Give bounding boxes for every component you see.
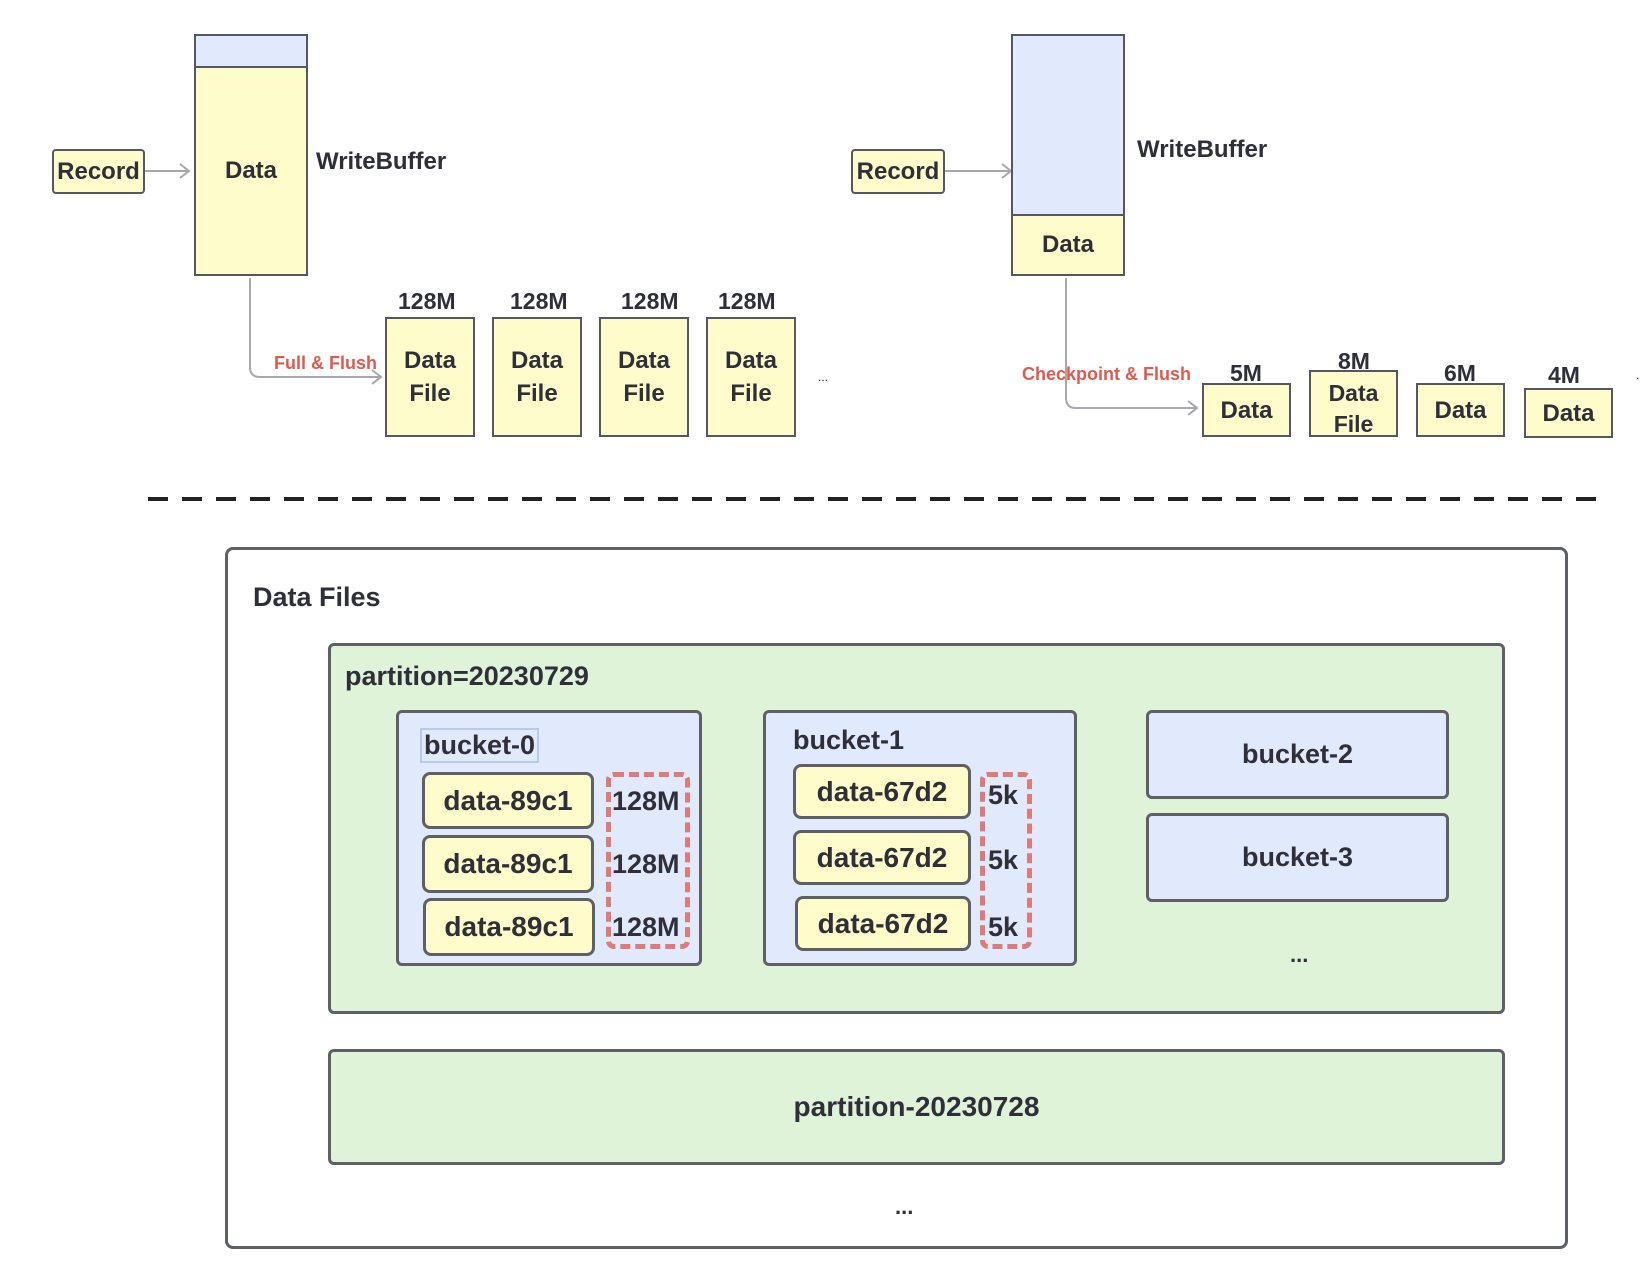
data-file-right-1: Data [1202, 383, 1291, 437]
bucket-1-file-1: data-67d2 [793, 764, 971, 819]
data-file-right-2: Data File [1309, 370, 1398, 437]
file-size-right-3: 6M [1444, 360, 1476, 386]
bucket-0-title: bucket-0 [420, 728, 540, 763]
bucket-1-size-3: 5k [988, 912, 1019, 942]
data-file-left-2: Data File [492, 317, 582, 437]
bucket-0-size-2: 128M [612, 849, 680, 879]
bucket-3-box: bucket-3 [1146, 813, 1449, 902]
partition-20230729-title: partition=20230729 [345, 661, 589, 691]
data-file-left-3: Data File [599, 317, 689, 437]
bucket-1-file-2: data-67d2 [793, 830, 971, 885]
bucket-1-size-2: 5k [988, 845, 1019, 875]
record-box-right: Record [851, 149, 945, 194]
arrow-record-to-buffer-left [144, 163, 191, 179]
data-file-right-4: Data [1524, 388, 1613, 438]
file-size-left-1: 128M [398, 288, 456, 314]
bucket-1-size-1: 5k [988, 780, 1019, 810]
file-size-left-4: 128M [718, 288, 776, 314]
bucket-0-file-2: data-89c1 [422, 835, 594, 893]
file-size-right-1: 5M [1230, 360, 1262, 386]
bucket-0-file-3: data-89c1 [423, 898, 595, 956]
data-file-right-3: Data [1416, 383, 1505, 437]
data-file-left-4: Data File [706, 317, 796, 437]
bucket-1-title: bucket-1 [793, 725, 905, 755]
record-box-left: Record [52, 149, 145, 194]
arrow-buffer-to-files-right [1065, 278, 1199, 416]
writebuffer-data-right: Data [1011, 214, 1125, 276]
bucket-0-file-1: data-89c1 [422, 772, 594, 829]
file-size-right-4: 4M [1548, 362, 1580, 388]
file-size-right-2: 8M [1338, 348, 1370, 374]
partition-20230728-box: partition-20230728 [328, 1049, 1505, 1165]
bucket-0-size-group [606, 772, 690, 949]
bucket-1-size-group [980, 772, 1032, 949]
bucket-0-size-1: 128M [612, 786, 680, 816]
data-files-title: Data Files [253, 582, 381, 612]
more-files-right: . [1636, 368, 1640, 382]
bucket-2-box: bucket-2 [1146, 710, 1449, 799]
bucket-1-file-3: data-67d2 [795, 896, 971, 951]
arrow-record-to-buffer-right [945, 163, 1013, 179]
file-size-left-3: 128M [621, 288, 679, 314]
writebuffer-data-left: Data [194, 66, 308, 276]
more-buckets: ... [1290, 942, 1309, 967]
writebuffer-label-right: WriteBuffer [1137, 136, 1268, 163]
flush-label-left: Full & Flush [274, 353, 377, 373]
file-size-left-2: 128M [510, 288, 568, 314]
writebuffer-label-left: WriteBuffer [316, 148, 447, 175]
arrow-buffer-to-files-left [249, 278, 383, 385]
more-files-left: ... [818, 370, 829, 384]
bucket-0-size-3: 128M [612, 912, 680, 942]
data-file-left-1: Data File [385, 317, 475, 437]
flush-label-right: Checkpoint & Flush [1022, 364, 1192, 384]
more-partitions: ... [895, 1194, 914, 1219]
data-file-right-2-label: Data File [1328, 380, 1379, 437]
